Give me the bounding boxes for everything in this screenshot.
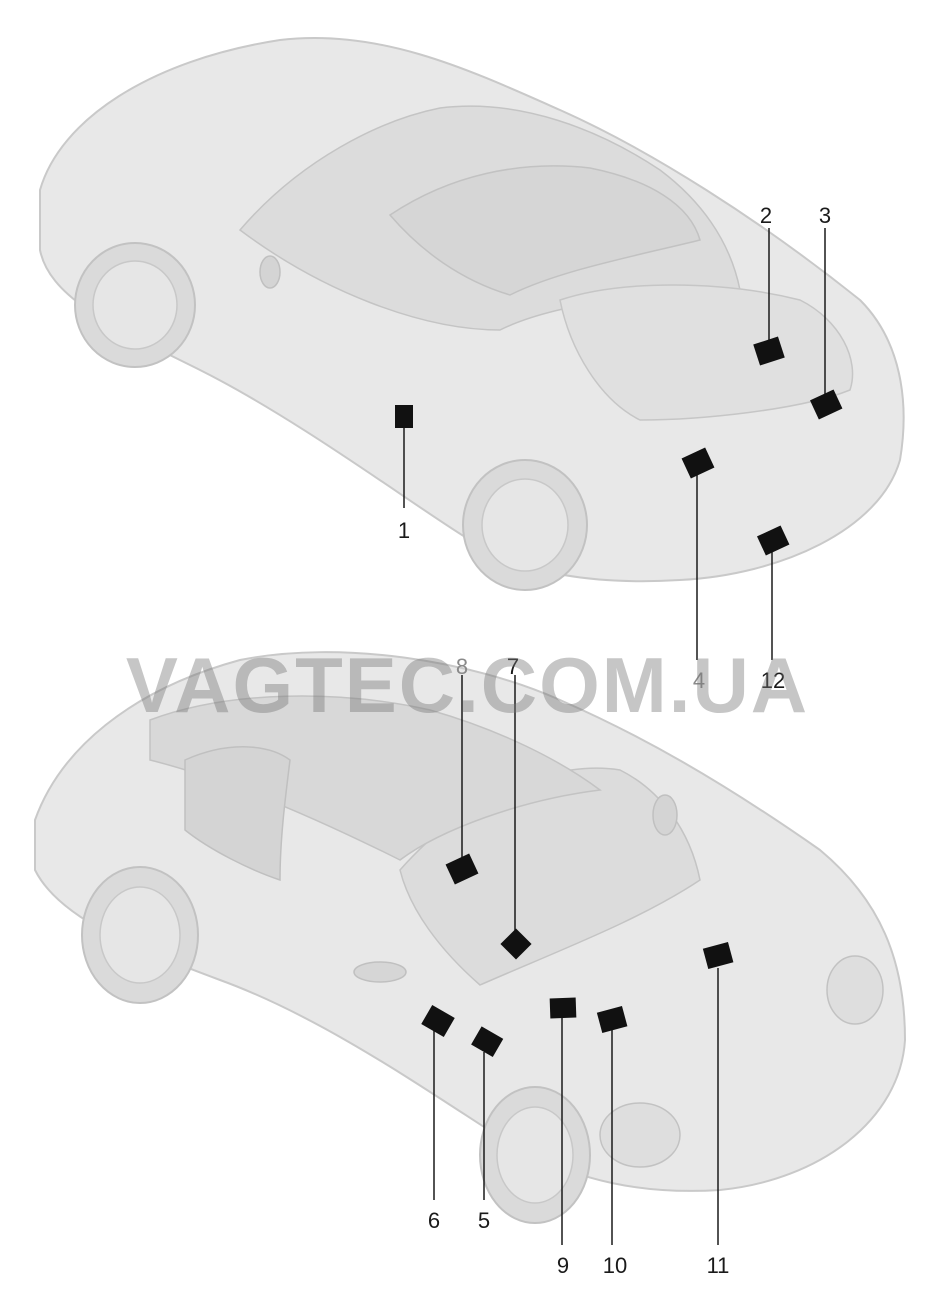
- callout-10: 10: [602, 1253, 628, 1278]
- marker-8: [445, 853, 479, 885]
- marker-1: [395, 405, 413, 428]
- callout-9: 9: [556, 1253, 570, 1278]
- marker-12: [756, 525, 790, 556]
- marker-3: [809, 389, 843, 420]
- leader-lines: [403, 228, 826, 1245]
- marker-4: [681, 447, 715, 479]
- marker-6: [421, 1004, 455, 1038]
- callout-7: 7: [506, 654, 520, 679]
- callout-8: 8: [455, 654, 469, 679]
- marker-11: [702, 941, 734, 969]
- callout-6: 6: [427, 1208, 441, 1233]
- rear-view-car: [39, 36, 905, 591]
- callout-1: 1: [397, 518, 411, 543]
- front-view-car: [34, 651, 907, 1224]
- marker-10: [596, 1005, 628, 1033]
- marker-2: [753, 336, 785, 366]
- callout-2: 2: [759, 203, 773, 228]
- callout-11: 11: [706, 1253, 730, 1278]
- marker-9: [549, 997, 577, 1019]
- callout-4: 4: [692, 668, 706, 693]
- marker-5: [471, 1026, 504, 1058]
- callout-3: 3: [818, 203, 832, 228]
- callout-5: 5: [477, 1208, 491, 1233]
- callout-12: 12: [760, 668, 786, 693]
